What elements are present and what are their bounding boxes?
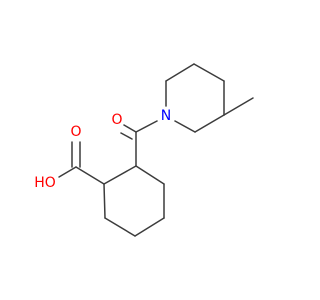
bonds [58, 63, 254, 237]
ring-bond [103, 183, 106, 219]
piperidine-bond [194, 114, 225, 133]
structure-diagram: O N HO O [34, 63, 254, 237]
ring-bond [104, 217, 136, 237]
amide-nitrogen-bond [135, 120, 158, 133]
ring-bond [103, 165, 137, 185]
piperidine-bond [174, 120, 196, 133]
amide-carbonyl-bond [120, 132, 133, 140]
amide-carbonyl-bond [123, 124, 137, 133]
acid-carbon-bond [75, 166, 105, 185]
methyl-bond [223, 97, 254, 116]
ring-bond [135, 165, 165, 185]
ring-bond [134, 217, 165, 237]
acid-hydroxyl-bond [58, 166, 77, 178]
piperidine-bond [165, 63, 195, 82]
piperidine-bond [193, 63, 225, 82]
carbonyl-oxygen-label: O [111, 112, 122, 128]
amide-nitrogen-label: N [161, 108, 171, 124]
atom-labels: O N HO O [34, 108, 171, 191]
acid-hydroxyl-label: HO [34, 175, 56, 191]
acid-oxygen-label: O [70, 124, 81, 140]
